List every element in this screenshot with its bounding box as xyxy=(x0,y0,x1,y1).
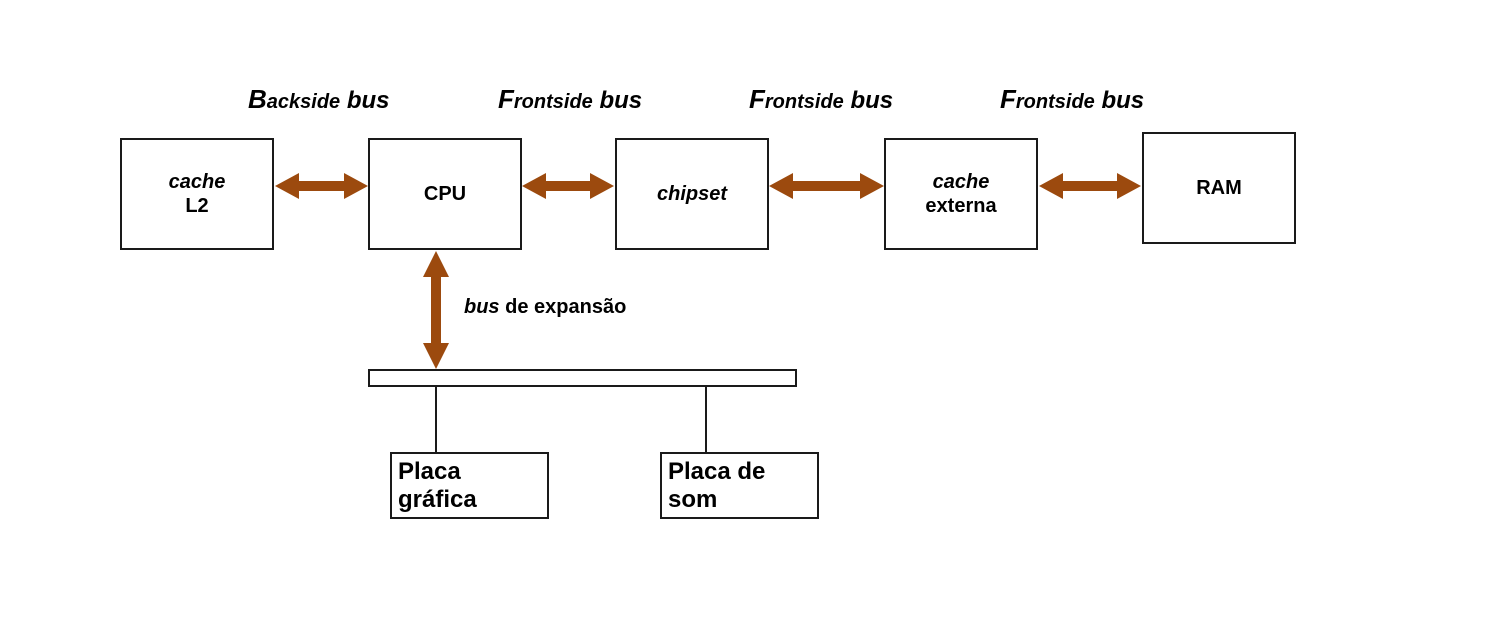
frontside-bus-label-1: Frontside bus xyxy=(498,84,643,114)
frontside-bus-arrow-chipset-cache xyxy=(769,173,884,199)
chipset-box: chipset xyxy=(615,138,769,250)
expansion-bus-arrow xyxy=(423,251,449,369)
cache-externa-box: cache externa xyxy=(884,138,1038,250)
cpu-box: CPU xyxy=(368,138,522,250)
frontside-bus-arrow-cpu-chipset xyxy=(522,173,614,199)
backside-bus-arrow xyxy=(275,173,368,199)
expansion-bus-bar xyxy=(368,369,797,387)
frontside-bus-label-3: Frontside bus xyxy=(1000,84,1145,114)
arrows xyxy=(275,173,1141,369)
expansion-bus-label: bus de expansão xyxy=(464,296,627,318)
frontside-bus-label-2: Frontside bus xyxy=(749,84,894,114)
cache-l2-box: cache L2 xyxy=(120,138,274,250)
ram-box: RAM xyxy=(1142,132,1296,244)
frontside-bus-arrow-cache-ram xyxy=(1039,173,1141,199)
backside-bus-label: Backside bus xyxy=(248,84,390,114)
sound-card-box: Placa de som xyxy=(660,452,819,519)
graphics-card-box: Placa gráfica xyxy=(390,452,549,519)
